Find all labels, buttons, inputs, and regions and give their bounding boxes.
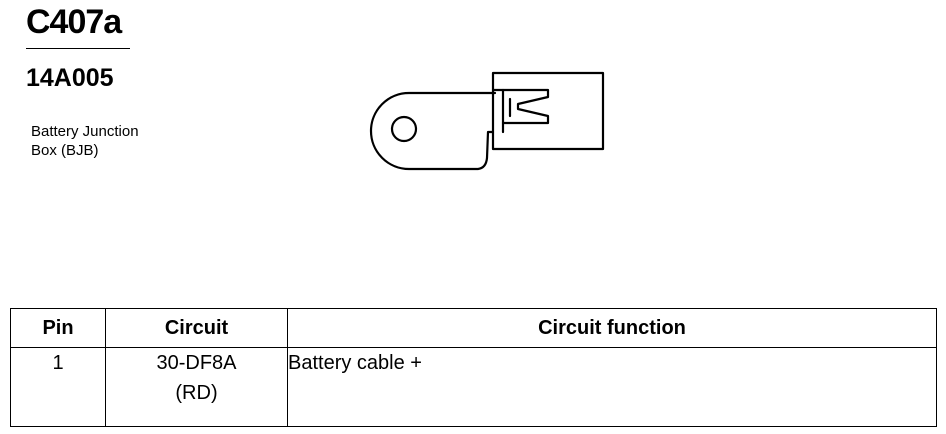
circuit-function: Battery cable + <box>287 347 937 427</box>
ring-terminal-outline <box>369 91 497 171</box>
wire-color: (RD) <box>175 382 218 404</box>
ring-terminal-connector-drawing <box>369 71 605 171</box>
connector-location: Battery Junction Box (BJB) <box>31 122 139 160</box>
circuit-id: 30-DF8A <box>156 352 237 374</box>
location-line: Box (BJB) <box>31 142 99 159</box>
table-header-row: Pin Circuit Circuit function <box>10 308 937 348</box>
title-underline <box>26 48 130 49</box>
terminal-hole <box>390 115 418 143</box>
part-number: 14A005 <box>26 64 114 92</box>
connector-housing <box>491 71 605 151</box>
connector-id: C407a <box>26 3 122 41</box>
location-line: Battery Junction <box>31 123 139 140</box>
function-column-header: Circuit function <box>287 308 937 348</box>
circuit-cell: 30-DF8A (RD) <box>105 347 288 427</box>
table-row: 1 30-DF8A (RD) Battery cable + <box>10 347 937 427</box>
circuit-column-header: Circuit <box>105 308 288 348</box>
pin-number: 1 <box>10 347 106 427</box>
pin-column-header: Pin <box>10 308 106 348</box>
blade-terminal <box>501 88 550 125</box>
pinout-table: Pin Circuit Circuit function 1 30-DF8A (… <box>10 308 937 427</box>
